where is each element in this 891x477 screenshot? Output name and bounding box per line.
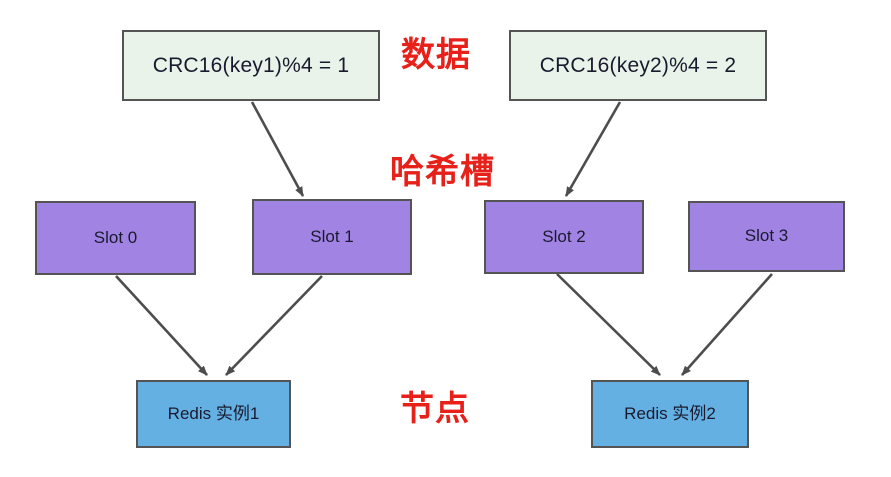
layer-label-hash-slot: 哈希槽 bbox=[390, 153, 495, 191]
edge-slot-3-to-redis-2 bbox=[681, 273, 773, 376]
slot-node-slot-3[interactable]: Slot 3 bbox=[688, 201, 845, 272]
instance-node-redis-2[interactable]: Redis 实例2 bbox=[591, 380, 749, 448]
slot-node-slot-1-label: Slot 1 bbox=[310, 226, 354, 246]
slot-node-slot-2-label: Slot 2 bbox=[542, 226, 586, 246]
instance-node-redis-1-label: Redis 实例1 bbox=[167, 403, 260, 423]
data-node-crc-key2-label: CRC16(key2)%4 = 2 bbox=[539, 53, 737, 77]
slot-node-slot-0[interactable]: Slot 0 bbox=[35, 201, 196, 275]
slot-node-slot-1[interactable]: Slot 1 bbox=[252, 199, 412, 275]
edge-slot-1-to-redis-1 bbox=[225, 275, 323, 376]
edge-crc-key2-to-slot-2 bbox=[564, 101, 622, 197]
slot-node-slot-3-label: Slot 3 bbox=[744, 226, 789, 246]
instance-node-redis-1[interactable]: Redis 实例1 bbox=[136, 380, 291, 448]
data-node-crc-key2[interactable]: CRC16(key2)%4 = 2 bbox=[509, 30, 767, 101]
data-node-crc-key1[interactable]: CRC16(key1)%4 = 1 bbox=[122, 30, 380, 101]
edge-crc-key1-to-slot-1 bbox=[250, 101, 305, 197]
slot-node-slot-0-label: Slot 0 bbox=[93, 227, 138, 247]
layer-label-node: 节点 bbox=[400, 390, 470, 428]
instance-node-redis-2-label: Redis 实例2 bbox=[624, 403, 716, 423]
data-node-crc-key1-label: CRC16(key1)%4 = 1 bbox=[152, 53, 350, 77]
slot-node-slot-2[interactable]: Slot 2 bbox=[484, 200, 644, 274]
edge-slot-2-to-redis-2 bbox=[556, 273, 661, 376]
layer-label-data: 数据 bbox=[401, 36, 471, 74]
edge-slot-0-to-redis-1 bbox=[115, 275, 208, 376]
